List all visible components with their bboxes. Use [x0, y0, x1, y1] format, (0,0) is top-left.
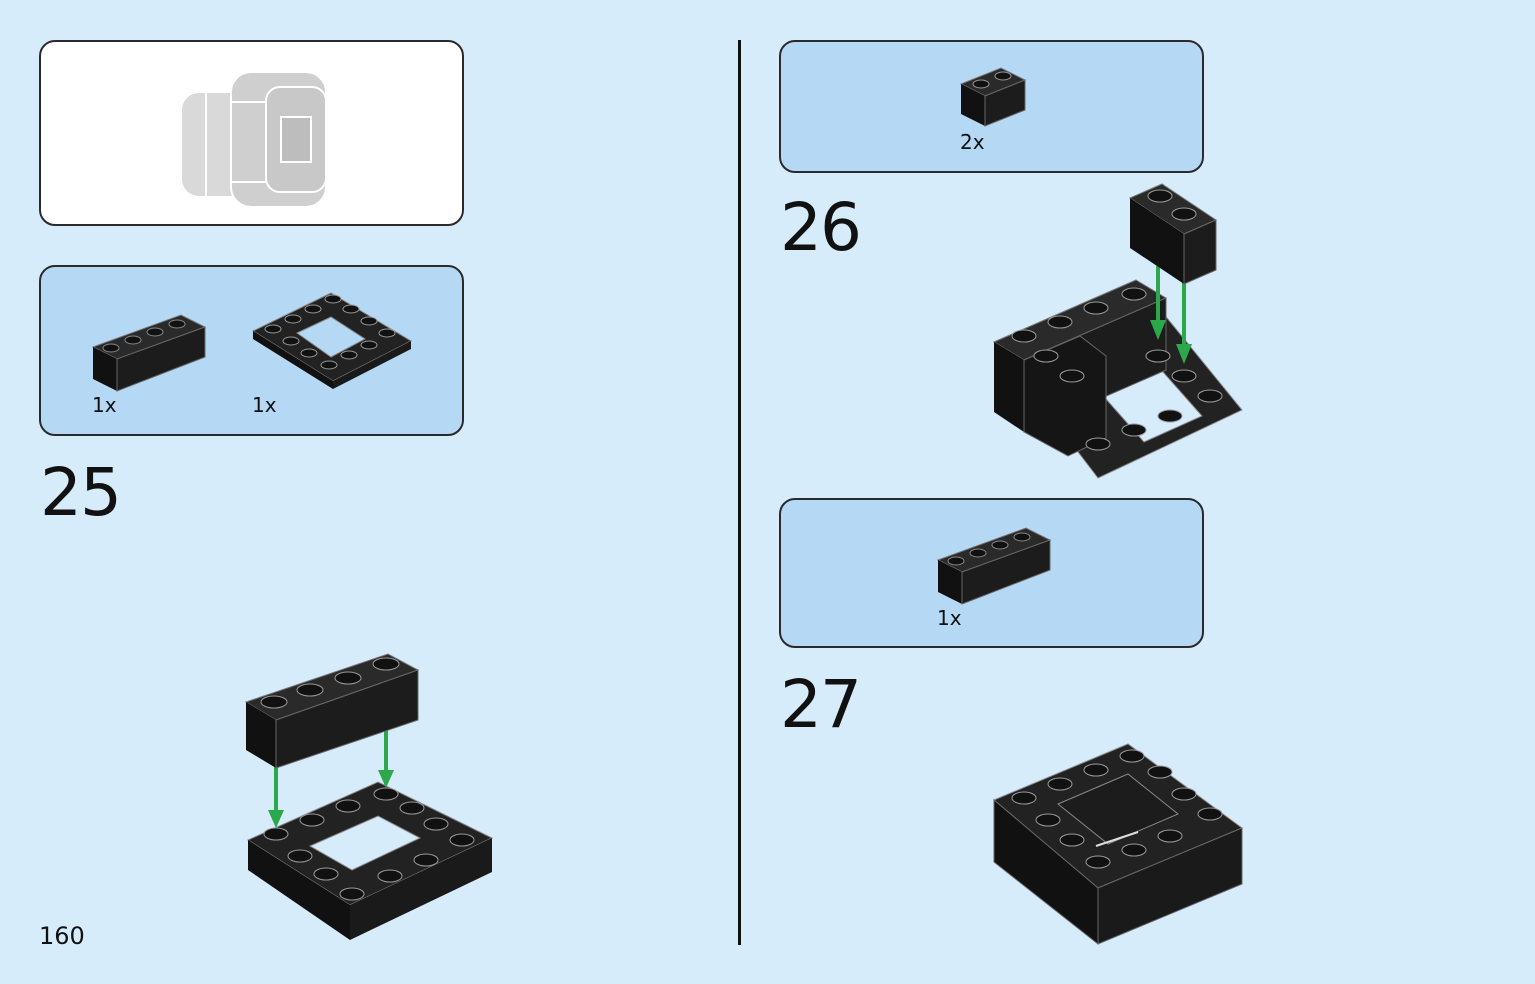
step-number: 26: [780, 189, 862, 266]
page-divider: [738, 40, 741, 945]
step-number: 25: [40, 454, 122, 531]
step-number: 27: [780, 666, 862, 743]
brick-1x4-part-icon: [936, 527, 1052, 605]
part-qty-label: 2x: [960, 130, 985, 154]
step-25-parts-panel: 1x 1x: [39, 265, 464, 436]
step-25-assembly-image: [244, 653, 494, 940]
step-27-assembly-image: [993, 743, 1244, 946]
part-qty-label: 1x: [937, 606, 962, 630]
plate-4x4-frame-part-icon: [251, 292, 413, 389]
preview-assembly-image: [180, 71, 327, 208]
page-number: 160: [39, 922, 85, 950]
brick-1x4-part-icon: [91, 314, 207, 392]
step-26-assembly-image: [992, 183, 1243, 479]
brick-1x2-part-icon: [959, 67, 1027, 127]
part-qty-label: 1x: [92, 393, 117, 417]
part-qty-label: 1x: [252, 393, 277, 417]
preview-panel: [39, 40, 464, 226]
step-27-parts-panel: 1x: [779, 498, 1204, 648]
step-26-parts-panel: 2x: [779, 40, 1204, 173]
